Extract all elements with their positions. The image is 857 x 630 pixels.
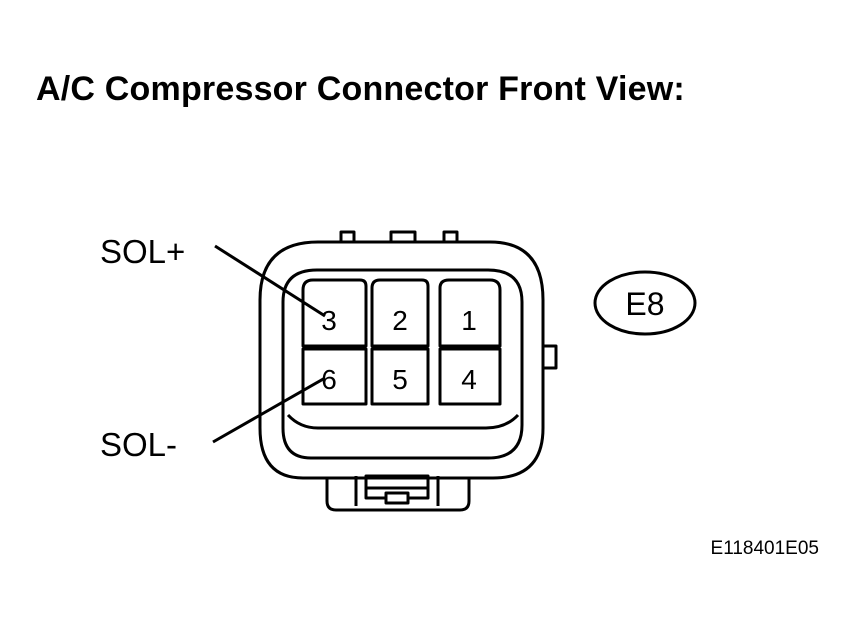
pin-cell-5	[370, 347, 430, 406]
pin-cell-4	[438, 347, 502, 406]
pin-cell-1	[438, 278, 502, 348]
sol-plus-label: SOL+	[100, 233, 185, 270]
connector-code-label: E8	[625, 286, 664, 322]
pin-label-2: 2	[392, 305, 408, 336]
sol-minus-leader	[212, 376, 326, 444]
connector-inner-ledge	[286, 413, 520, 430]
pin-label-3: 3	[321, 305, 337, 336]
pin-label-1: 1	[461, 305, 477, 336]
sol-minus-label: SOL-	[100, 426, 177, 463]
page-title: A/C Compressor Connector Front View:	[36, 70, 685, 108]
pin-cell-2	[370, 278, 430, 348]
bottom-latch	[325, 470, 471, 512]
pin-label-5: 5	[392, 364, 408, 395]
pin-label-4: 4	[461, 364, 477, 395]
connector-housing	[258, 240, 545, 480]
pin-cell-3	[301, 278, 368, 348]
pin-cell-6	[301, 347, 368, 406]
reference-code: E118401E05	[710, 538, 819, 559]
latch-button	[384, 491, 410, 505]
sol-plus-leader	[214, 244, 326, 318]
connector-code-ellipse	[593, 270, 697, 336]
pin-label-6: 6	[321, 364, 337, 395]
